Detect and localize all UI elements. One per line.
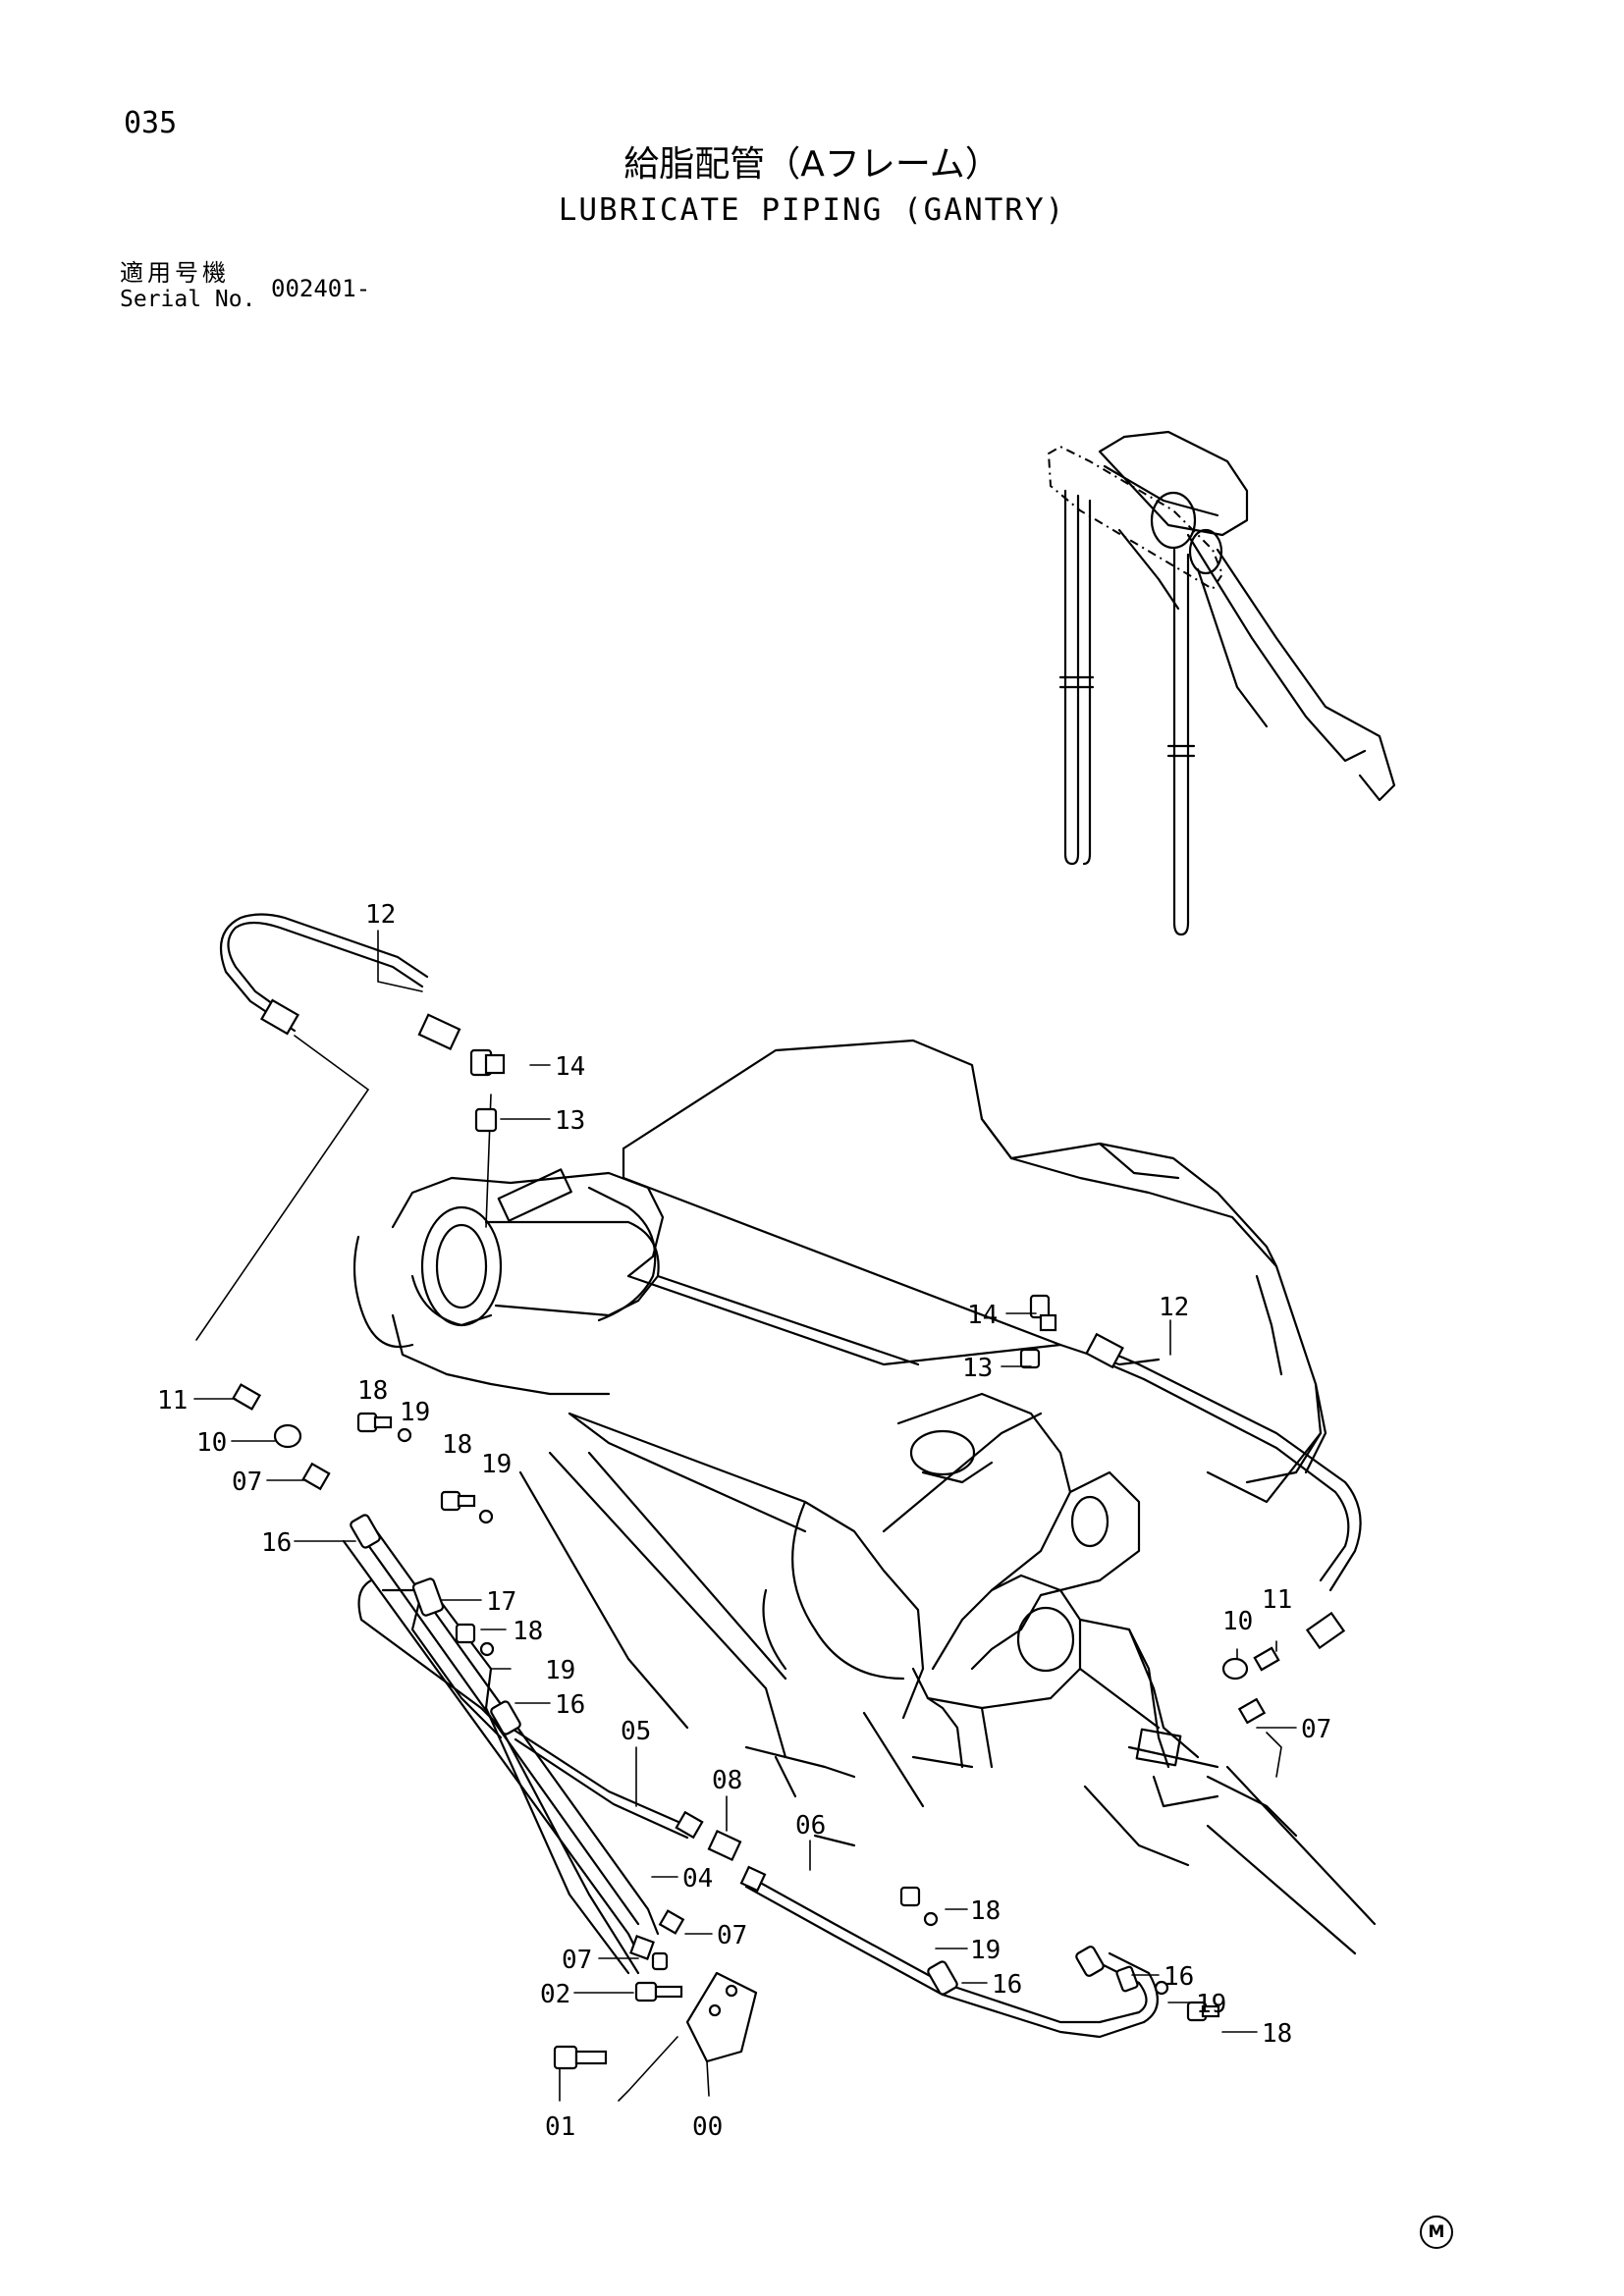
callout-label: 18: [1262, 2019, 1292, 2049]
callout-label: 12: [1159, 1293, 1189, 1322]
callout-label: 13: [555, 1106, 585, 1136]
callout-label: 01: [545, 2112, 575, 2142]
callout-label: 05: [621, 1717, 651, 1746]
callout-label: 16: [992, 1970, 1022, 2000]
callout-label: 19: [545, 1656, 575, 1685]
callout-label: 07: [232, 1468, 262, 1497]
callout-label: 18: [513, 1617, 543, 1646]
callout-label: 10: [196, 1428, 227, 1458]
callout-label: 16: [555, 1690, 585, 1720]
gantry-frame: [352, 1039, 1377, 1955]
callout-label: 10: [1222, 1607, 1253, 1636]
callout-label: 19: [970, 1936, 1001, 1965]
callout-label: 19: [481, 1450, 512, 1479]
callout-label: 14: [967, 1301, 998, 1330]
callout-label: 07: [562, 1946, 592, 1975]
callout-label: 17: [486, 1587, 516, 1617]
callout-label: 12: [365, 900, 396, 930]
leader-lines: [193, 930, 1297, 2102]
callout-label: 11: [1262, 1585, 1292, 1615]
callout-label: 16: [261, 1528, 292, 1558]
piping: [195, 913, 1362, 2102]
hose-12-upper: [227, 921, 424, 1018]
callout-label: 19: [1196, 1990, 1226, 2019]
locator-inset: [1047, 430, 1396, 936]
callout-label: 18: [442, 1430, 472, 1460]
callout-label: 00: [692, 2112, 723, 2142]
page-number: 035: [124, 106, 178, 140]
callout-label: 07: [717, 1921, 747, 1950]
callout-label: 07: [1301, 1715, 1331, 1744]
page-title-japanese: 給脂配管（Aフレーム）: [623, 144, 1001, 185]
pipe-05: [509, 1726, 689, 1828]
callout-label: 08: [712, 1766, 742, 1795]
callout-label: 19: [400, 1398, 430, 1427]
callout-label: 13: [962, 1354, 993, 1383]
serial-label-english: Serial No.: [120, 287, 256, 312]
serial-label-japanese: 適用号機: [120, 259, 230, 287]
callout-label: 06: [795, 1811, 826, 1841]
hose-12-right: [1103, 1348, 1362, 1592]
callout-label: 02: [540, 1980, 570, 2009]
callout-label: 04: [682, 1864, 713, 1894]
callout-label: 14: [555, 1052, 585, 1082]
callout-label: 18: [970, 1896, 1001, 1926]
callout-label: 16: [1164, 1962, 1194, 1992]
callout-label: 11: [157, 1386, 188, 1415]
registered-mark: M: [1420, 2216, 1453, 2249]
callout-label: 18: [357, 1376, 388, 1406]
serial-number-value: 002401-: [271, 275, 371, 302]
mounting-bracket-00: [685, 1971, 758, 2063]
pipe-06: [744, 1873, 1141, 2024]
callout-labels: 12 14 13 14 12 13 11 18 19 10 18 19 07 1…: [157, 900, 1331, 2142]
page-title-english: LUBRICATE PIPING (GANTRY): [558, 192, 1066, 228]
